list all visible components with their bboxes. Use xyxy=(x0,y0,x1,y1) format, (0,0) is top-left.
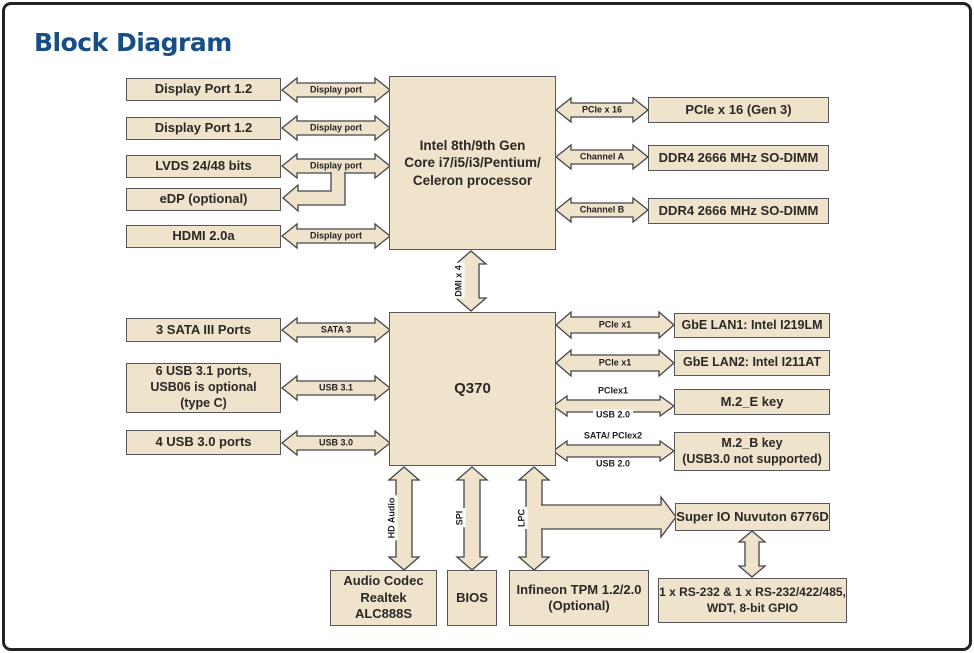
block-usb31-ports: 6 USB 3.1 ports, USB06 is optional (type… xyxy=(126,363,281,413)
block-edp: eDP (optional) xyxy=(126,188,281,211)
bus-label-dmi: DMI x 4 xyxy=(453,263,465,299)
bus-label-usb20-m2b: USB 2.0 xyxy=(592,458,634,470)
block-sodimm-b: DDR4 2666 MHz SO-DIMM xyxy=(648,198,829,224)
bus-label-sata-pciex2-m2b: SATA/ PCIex2 xyxy=(580,430,646,442)
block-lvds: LVDS 24/48 bits xyxy=(126,155,281,178)
block-tpm: Infineon TPM 1.2/2.0 (Optional) xyxy=(509,570,649,626)
page-title: Block Diagram xyxy=(34,28,232,57)
arrow-lpc-superio-branch xyxy=(541,495,677,539)
block-m2-e-key: M.2_E key xyxy=(674,389,830,415)
bus-label-display-port-4: Display port xyxy=(309,230,363,241)
block-audio-codec: Audio Codec Realtek ALC888S xyxy=(330,570,437,626)
block-sata-ports: 3 SATA III Ports xyxy=(126,318,281,342)
block-lan1: GbE LAN1: Intel I219LM xyxy=(674,313,830,338)
block-serial-gpio: 1 x RS-232 & 1 x RS-232/422/485, WDT, 8-… xyxy=(658,578,847,623)
block-pch-q370: Q370 xyxy=(389,312,556,466)
bus-label-pcie-x1-lan1: PCIe x1 xyxy=(598,319,632,330)
block-usb30-ports: 4 USB 3.0 ports xyxy=(126,430,281,455)
bus-label-display-port-2: Display port xyxy=(309,122,363,133)
block-lan2: GbE LAN2: Intel I211AT xyxy=(674,350,830,376)
bus-label-display-port-1: Display port xyxy=(309,84,363,95)
bus-label-pciex1-m2e: PCIex1 xyxy=(594,385,632,397)
bus-label-pcie-x1-lan2: PCIe x1 xyxy=(598,357,632,368)
block-display-port-2: Display Port 1.2 xyxy=(126,117,281,140)
bus-label-lpc: LPC xyxy=(516,507,528,529)
bus-label-usb30: USB 3.0 xyxy=(318,437,354,448)
bus-label-sata3: SATA 3 xyxy=(320,324,352,335)
bus-label-hd-audio: HD Audio xyxy=(386,495,398,541)
bus-label-pcie-x16: PCIe x 16 xyxy=(581,104,623,115)
bus-label-spi: SPI xyxy=(454,508,466,528)
bus-label-channel-a: Channel A xyxy=(579,151,625,162)
block-pcie-x16-slot: PCIe x 16 (Gen 3) xyxy=(648,97,829,123)
bus-label-channel-b: Channel B xyxy=(579,204,625,215)
arrow-superio-serial xyxy=(737,530,767,578)
block-bios: BIOS xyxy=(447,570,497,626)
bus-label-usb20-m2e: USB 2.0 xyxy=(592,409,634,421)
block-m2-b-key: M.2_B key (USB3.0 not supported) xyxy=(674,432,830,471)
bus-label-usb31: USB 3.1 xyxy=(318,382,354,393)
block-display-port-1: Display Port 1.2 xyxy=(126,78,281,101)
block-hdmi: HDMI 2.0a xyxy=(126,225,281,248)
arrow-edp-branch xyxy=(282,172,346,213)
block-sodimm-a: DDR4 2666 MHz SO-DIMM xyxy=(648,145,829,171)
block-super-io: Super IO Nuvuton 6776D xyxy=(675,503,830,531)
bus-label-display-port-3: Display port xyxy=(309,160,363,171)
block-cpu: Intel 8th/9th Gen Core i7/i5/i3/Pentium/… xyxy=(389,76,556,250)
